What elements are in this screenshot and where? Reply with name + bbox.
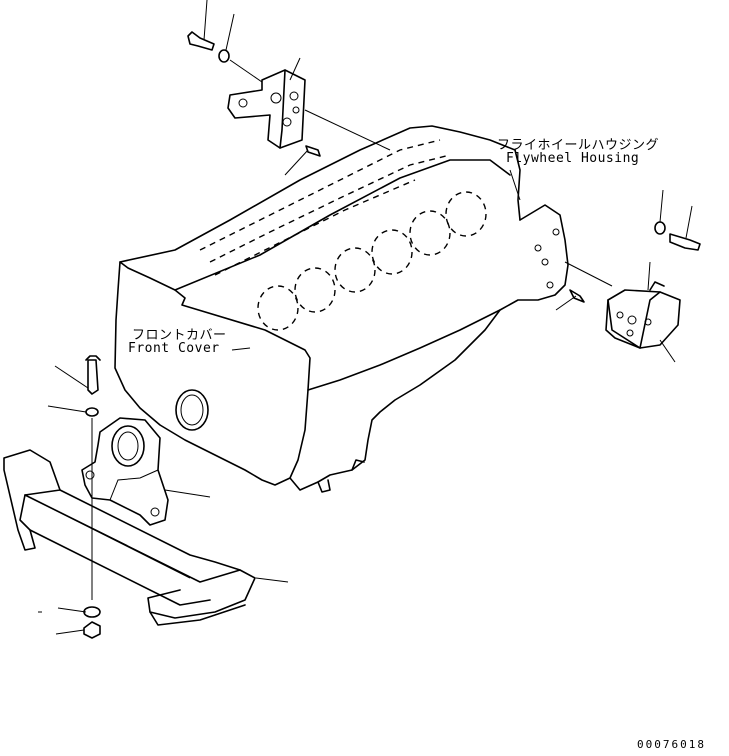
lower-frame bbox=[3, 449, 289, 639]
rear-bracket-right bbox=[509, 169, 701, 363]
flywheel-housing-label-jp: フライホイールハウジング bbox=[497, 138, 660, 153]
front-cover-leader bbox=[231, 347, 251, 351]
front-cover-label-jp: フロントカバー bbox=[132, 328, 227, 343]
front-bracket-left bbox=[187, 0, 391, 176]
engine-block bbox=[114, 125, 569, 493]
front-cover-label-en: Front Cover bbox=[128, 341, 220, 356]
drawing-number: 00076018 bbox=[637, 738, 706, 751]
flywheel-housing-label-en: Flywheel Housing bbox=[506, 151, 640, 166]
trunnion-support bbox=[47, 355, 211, 600]
